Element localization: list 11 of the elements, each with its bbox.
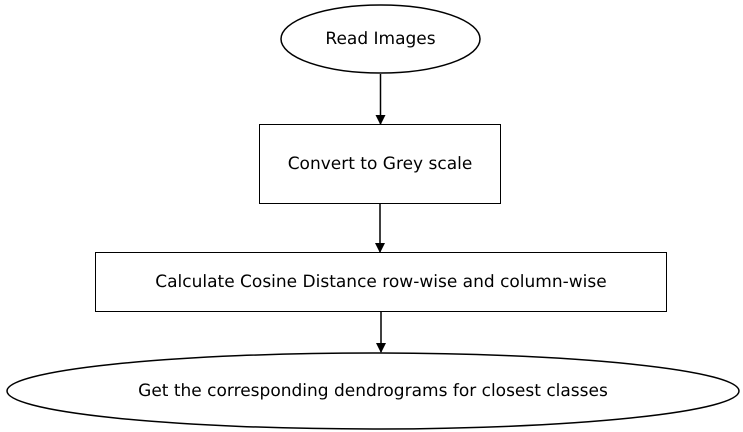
terminal-ellipse bbox=[6, 352, 740, 430]
node-label: Calculate Cosine Distance row-wise and column-wise bbox=[155, 272, 607, 292]
node-label: Get the corresponding dendrograms for closest classes bbox=[138, 381, 608, 401]
node-label: Read Images bbox=[325, 29, 436, 49]
arrow bbox=[376, 312, 386, 353]
process-box bbox=[259, 124, 501, 204]
arrow bbox=[376, 74, 386, 125]
terminal-ellipse bbox=[280, 4, 481, 74]
process-box bbox=[95, 252, 667, 312]
node-label: Convert to Grey scale bbox=[288, 154, 472, 174]
arrow bbox=[375, 204, 385, 253]
